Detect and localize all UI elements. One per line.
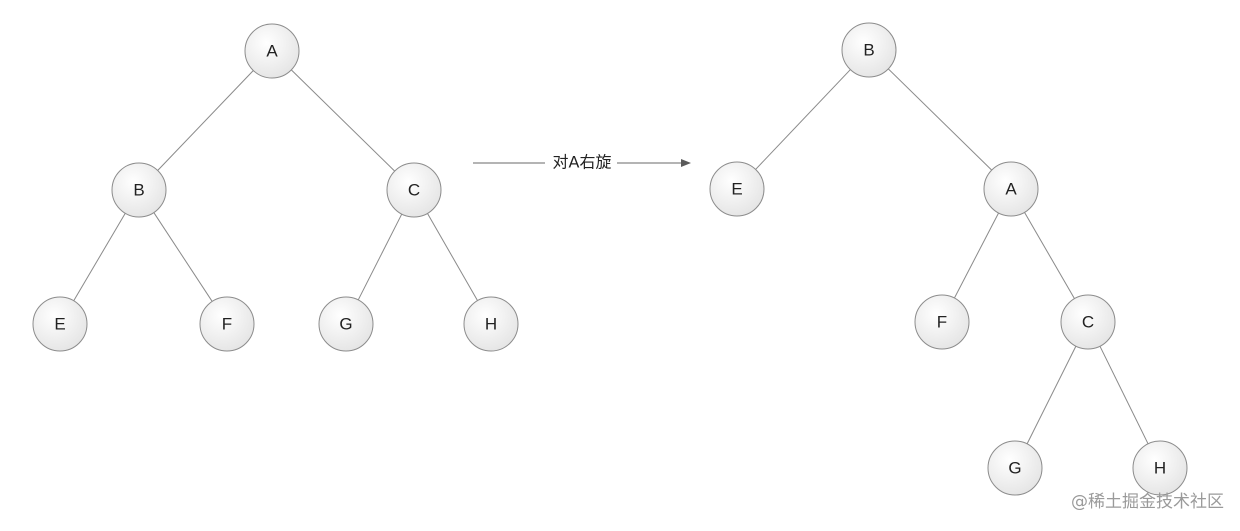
after-node-label-b: B bbox=[863, 41, 874, 60]
before-edge-a-b bbox=[157, 70, 254, 171]
before-edge-c-h bbox=[427, 213, 478, 301]
after-node-h: H bbox=[1132, 440, 1188, 496]
before-edges bbox=[73, 69, 478, 302]
before-node-label-b: B bbox=[133, 181, 144, 200]
before-node-a: A bbox=[244, 23, 300, 79]
after-edge-a-f bbox=[953, 212, 1000, 299]
before-edge-b-f bbox=[153, 212, 213, 302]
before-node-c: C bbox=[386, 162, 442, 218]
after-node-e: E bbox=[709, 161, 765, 217]
before-node-b: B bbox=[111, 162, 167, 218]
after-node-label-h: H bbox=[1154, 459, 1166, 478]
after-edge-b-e bbox=[755, 69, 851, 170]
after-node-label-c: C bbox=[1082, 313, 1094, 332]
after-edge-c-h bbox=[1099, 345, 1149, 445]
watermark-text: @稀土掘金技术社区 bbox=[1071, 492, 1224, 512]
after-edge-c-g bbox=[1026, 345, 1077, 445]
before-node-label-e: E bbox=[54, 315, 65, 334]
after-node-label-g: G bbox=[1008, 459, 1021, 478]
before-node-circle-h bbox=[463, 296, 519, 352]
after-nodes: B E A F C G H bbox=[709, 22, 1188, 496]
before-node-circle-f bbox=[199, 296, 255, 352]
before-node-f: F bbox=[199, 296, 255, 352]
after-node-circle-c bbox=[1060, 294, 1116, 350]
after-node-circle-a bbox=[983, 161, 1039, 217]
before-node-circle-e bbox=[32, 296, 88, 352]
before-node-h: H bbox=[463, 296, 519, 352]
before-node-g: G bbox=[318, 296, 374, 352]
before-node-label-g: G bbox=[339, 315, 352, 334]
after-node-g: G bbox=[987, 440, 1043, 496]
before-node-circle-c bbox=[386, 162, 442, 218]
after-node-label-e: E bbox=[731, 180, 742, 199]
after-node-circle-h bbox=[1132, 440, 1188, 496]
before-node-label-a: A bbox=[266, 42, 278, 61]
after-node-circle-b bbox=[841, 22, 897, 78]
tree-before-rotation: A B C E F G H bbox=[32, 23, 519, 352]
after-node-label-f: F bbox=[937, 313, 947, 332]
after-node-circle-f bbox=[914, 294, 970, 350]
after-edge-b-a bbox=[887, 68, 993, 171]
after-node-circle-e bbox=[709, 161, 765, 217]
before-nodes: A B C E F G H bbox=[32, 23, 519, 352]
before-edge-c-g bbox=[357, 213, 403, 301]
before-node-label-h: H bbox=[485, 315, 497, 334]
before-node-label-f: F bbox=[222, 315, 232, 334]
tree-after-rotation: B E A F C G H bbox=[709, 22, 1188, 496]
after-edges bbox=[755, 68, 1149, 445]
rotation-arrow: 对A右旋 bbox=[473, 153, 691, 172]
after-node-label-a: A bbox=[1005, 180, 1017, 199]
before-node-circle-b bbox=[111, 162, 167, 218]
after-node-c: C bbox=[1060, 294, 1116, 350]
before-node-label-c: C bbox=[408, 181, 420, 200]
after-node-circle-g bbox=[987, 440, 1043, 496]
before-edge-b-e bbox=[73, 213, 126, 301]
before-node-circle-a bbox=[244, 23, 300, 79]
arrow-label: 对A右旋 bbox=[553, 153, 612, 172]
before-node-circle-g bbox=[318, 296, 374, 352]
after-edge-a-c bbox=[1024, 212, 1075, 299]
after-node-b: B bbox=[841, 22, 897, 78]
after-node-a: A bbox=[983, 161, 1039, 217]
after-node-f: F bbox=[914, 294, 970, 350]
before-node-e: E bbox=[32, 296, 88, 352]
before-edge-a-c bbox=[290, 69, 396, 172]
